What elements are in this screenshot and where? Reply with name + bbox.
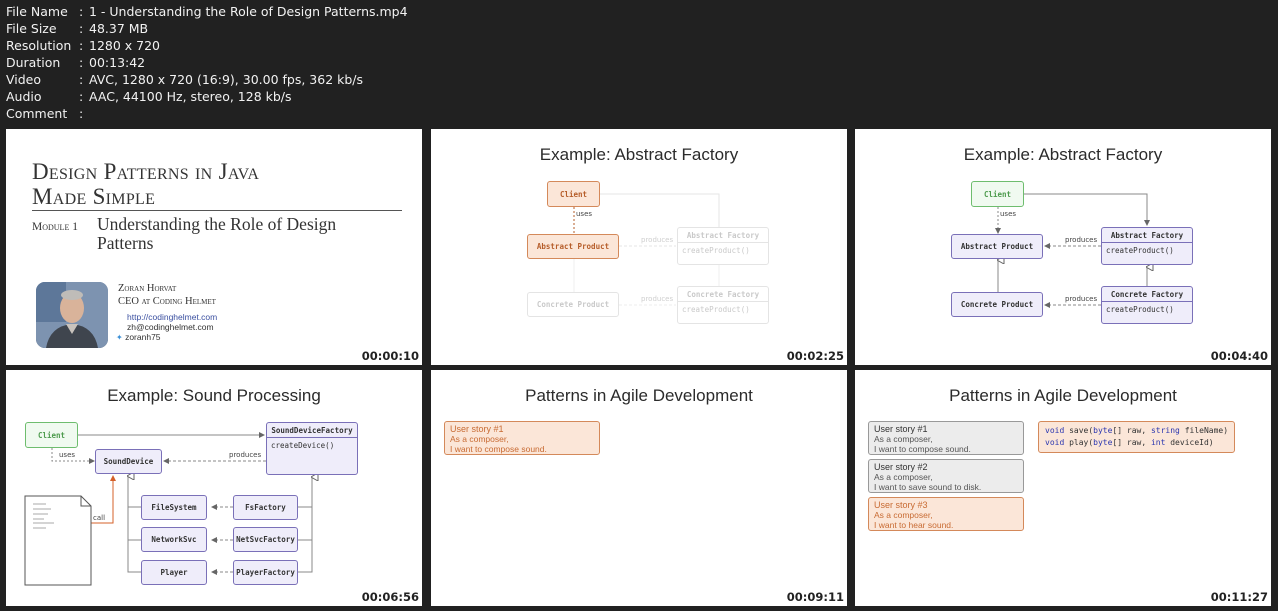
concrete-factory-box: Concrete Factory createProduct() bbox=[1101, 286, 1193, 324]
user-story-1: User story #1 As a composer, I want to c… bbox=[444, 421, 600, 455]
produces-label: produces bbox=[641, 236, 674, 244]
email-text: zh@codinghelmet.com bbox=[127, 321, 214, 332]
meta-row-duration: Duration:00:13:42 bbox=[6, 55, 146, 70]
thumbnail-sound-processing[interactable]: Example: Sound Processing Client uses So… bbox=[6, 370, 422, 606]
thumbnail-agile-1[interactable]: Patterns in Agile Development User story… bbox=[431, 370, 847, 606]
file-system-box: FileSystem bbox=[141, 495, 207, 520]
title-divider bbox=[32, 210, 402, 211]
diagram-connectors bbox=[573, 193, 720, 306]
sound-device-box: SoundDevice bbox=[95, 449, 162, 474]
slide-title: Example: Abstract Factory bbox=[539, 145, 739, 164]
author-portrait-icon bbox=[36, 282, 108, 348]
player-box: Player bbox=[141, 560, 207, 585]
meta-row-audio: Audio:AAC, 44100 Hz, stereo, 128 kb/s bbox=[6, 89, 292, 104]
slide-title: Example: Abstract Factory bbox=[963, 145, 1163, 164]
network-svc-box: NetworkSvc bbox=[141, 527, 207, 552]
meta-row-comment: Comment: bbox=[6, 106, 84, 121]
meta-row-file-size: File Size:48.37 MB bbox=[6, 21, 149, 36]
timestamp: 00:02:25 bbox=[786, 349, 844, 363]
author-contacts: http://codinghelmet.com zh@codinghelmet.… bbox=[116, 312, 218, 342]
produces-label-2: produces bbox=[641, 295, 674, 303]
fs-factory-box: FsFactory bbox=[233, 495, 298, 520]
concrete-product-box: Concrete Product bbox=[951, 292, 1043, 317]
abstract-factory-box: Abstract Factory createProduct() bbox=[1101, 227, 1193, 265]
file-metadata: File Name:1 - Understanding the Role of … bbox=[6, 3, 408, 122]
code-line-save: void save(byte[] raw, string fileName) bbox=[1045, 426, 1229, 435]
produces-label-2: produces bbox=[1065, 295, 1098, 303]
slide-title: Patterns in Agile Development bbox=[949, 386, 1177, 405]
thumbnail-agile-2[interactable]: Patterns in Agile Development User story… bbox=[855, 370, 1271, 606]
uses-label: uses bbox=[59, 451, 76, 459]
thumbnail-abstract-factory-1[interactable]: Example: Abstract Factory Client uses Ab… bbox=[431, 129, 847, 365]
author-info: Zoran Horvat CEO at Coding Helmet bbox=[118, 282, 216, 308]
website-link[interactable]: http://codinghelmet.com bbox=[127, 312, 218, 322]
uses-label: uses bbox=[1000, 210, 1017, 218]
module-title: Understanding the Role of Design Pattern… bbox=[97, 214, 337, 253]
concrete-product-box: Concrete Product bbox=[527, 292, 619, 317]
call-label: call bbox=[93, 514, 106, 522]
timestamp: 00:04:40 bbox=[1210, 349, 1268, 363]
timestamp: 00:09:11 bbox=[786, 590, 844, 604]
diagram-connectors bbox=[995, 193, 1271, 308]
meta-row-video: Video:AVC, 1280 x 720 (16:9), 30.00 fps,… bbox=[6, 72, 364, 87]
twitter-bird-icon: ✦ bbox=[116, 332, 123, 342]
client-box: Client bbox=[25, 422, 78, 448]
course-title: Design Patterns in Java Made Simple bbox=[32, 159, 260, 209]
user-story-2: User story #2 As a composer, I want to s… bbox=[868, 459, 1024, 493]
abstract-product-box: Abstract Product bbox=[527, 234, 619, 259]
produces-label: produces bbox=[229, 451, 262, 459]
author-role: CEO at Coding Helmet bbox=[118, 296, 216, 307]
meta-row-resolution: Resolution:1280 x 720 bbox=[6, 38, 161, 53]
user-story-1: User story #1 As a composer, I want to c… bbox=[868, 421, 1024, 455]
thumbnail-abstract-factory-2[interactable]: Example: Abstract Factory Client uses Ab… bbox=[855, 129, 1271, 365]
user-story-3: User story #3 As a composer, I want to h… bbox=[868, 497, 1024, 531]
net-svc-factory-box: NetSvcFactory bbox=[233, 527, 298, 552]
player-factory-box: PlayerFactory bbox=[233, 560, 298, 585]
timestamp: 00:00:10 bbox=[361, 349, 419, 363]
code-snippet: void save(byte[] raw, string fileName) v… bbox=[1038, 421, 1236, 453]
client-box: Client bbox=[971, 181, 1024, 207]
twitter-handle: ✦ zoranh75 bbox=[116, 331, 161, 342]
client-box: Client bbox=[547, 181, 600, 207]
diagram-connectors bbox=[24, 432, 422, 586]
slide-title: Patterns in Agile Development bbox=[525, 386, 753, 405]
produces-label: produces bbox=[1065, 236, 1098, 244]
module-label: Module 1 bbox=[32, 221, 78, 233]
sound-device-factory-box: SoundDeviceFactory createDevice() bbox=[266, 422, 358, 475]
author-photo bbox=[36, 282, 108, 348]
author-name: Zoran Horvat bbox=[118, 283, 177, 294]
code-line-play: void play(byte[] raw, int deviceId) bbox=[1045, 438, 1214, 447]
concrete-factory-box: Concrete Factory createProduct() bbox=[677, 286, 769, 324]
slide-title: Example: Sound Processing bbox=[107, 386, 321, 405]
timestamp: 00:06:56 bbox=[361, 590, 419, 604]
abstract-factory-box: Abstract Factory createProduct() bbox=[677, 227, 769, 265]
abstract-product-box: Abstract Product bbox=[951, 234, 1043, 259]
thumbnail-title-slide[interactable]: Design Patterns in Java Made Simple Modu… bbox=[6, 129, 422, 365]
timestamp: 00:11:27 bbox=[1210, 590, 1268, 604]
meta-row-file-name: File Name:1 - Understanding the Role of … bbox=[6, 4, 408, 19]
uses-label: uses bbox=[576, 210, 593, 218]
